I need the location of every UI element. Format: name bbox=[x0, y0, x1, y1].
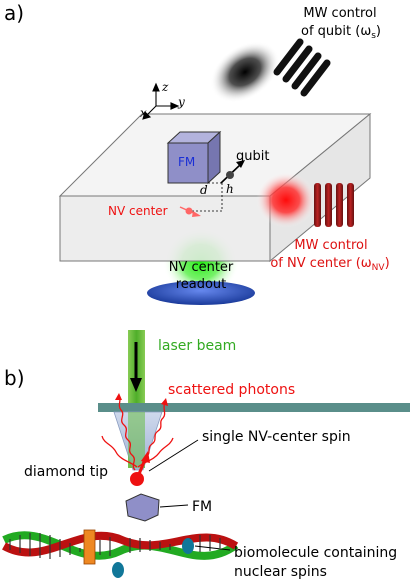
fm-particle bbox=[125, 493, 160, 522]
fm-pointer bbox=[159, 504, 189, 508]
laser-beam-in-tip bbox=[128, 412, 145, 468]
biomolecule-label-1: biomolecule containing bbox=[234, 545, 397, 561]
biomolecule-label-2: nuclear spins bbox=[234, 564, 327, 580]
laser-beam-label: laser beam bbox=[158, 338, 236, 354]
axis-z-label: z bbox=[161, 80, 169, 94]
mw-nv-field bbox=[256, 172, 316, 228]
fm-label: FM bbox=[178, 155, 195, 169]
d-label: d bbox=[200, 183, 208, 197]
qubit-arrow-head bbox=[236, 160, 245, 168]
readout-detector bbox=[147, 281, 255, 305]
nv-center-spin bbox=[179, 206, 201, 217]
mw-qubit-coil bbox=[273, 38, 331, 97]
mw-qubit-field bbox=[210, 41, 280, 103]
panel-a-label: a) bbox=[4, 1, 24, 25]
nv-spin-label: single NV-center spin bbox=[202, 429, 351, 445]
h-label: h bbox=[226, 182, 234, 196]
substrate-plate bbox=[98, 403, 410, 412]
nv-spin-pointer bbox=[148, 439, 199, 472]
mw-nv-coil bbox=[314, 183, 354, 227]
mw-qubit-label-1: MW control bbox=[303, 6, 376, 21]
scattered-photons-label: scattered photons bbox=[168, 382, 295, 398]
mw-nv-label-2: of NV center (ωNV) bbox=[270, 256, 389, 273]
laser-arrow-head bbox=[130, 378, 142, 392]
coordinate-axes bbox=[142, 82, 180, 120]
dimension-lines bbox=[192, 182, 223, 212]
readout-label-2: readout bbox=[176, 277, 227, 292]
axis-x-label: x bbox=[140, 106, 147, 120]
qubit-dot bbox=[226, 171, 234, 179]
mw-nv-label-1: MW control bbox=[294, 238, 367, 253]
mw-qubit-label-2: of qubit (ωs) bbox=[301, 24, 381, 41]
fm-label-b: FM bbox=[192, 499, 212, 515]
readout-label-1: NV center bbox=[169, 260, 234, 275]
nv-center-label: NV center bbox=[108, 204, 168, 218]
panel-b-label: b) bbox=[4, 366, 25, 390]
biomolecule-pointer bbox=[194, 545, 231, 551]
fm-cube bbox=[166, 130, 222, 185]
diamond-tip-label: diamond tip bbox=[24, 464, 108, 480]
axis-y-label: y bbox=[177, 95, 185, 109]
qubit-label: qubit bbox=[236, 149, 269, 164]
biomolecule-dna bbox=[2, 529, 239, 578]
